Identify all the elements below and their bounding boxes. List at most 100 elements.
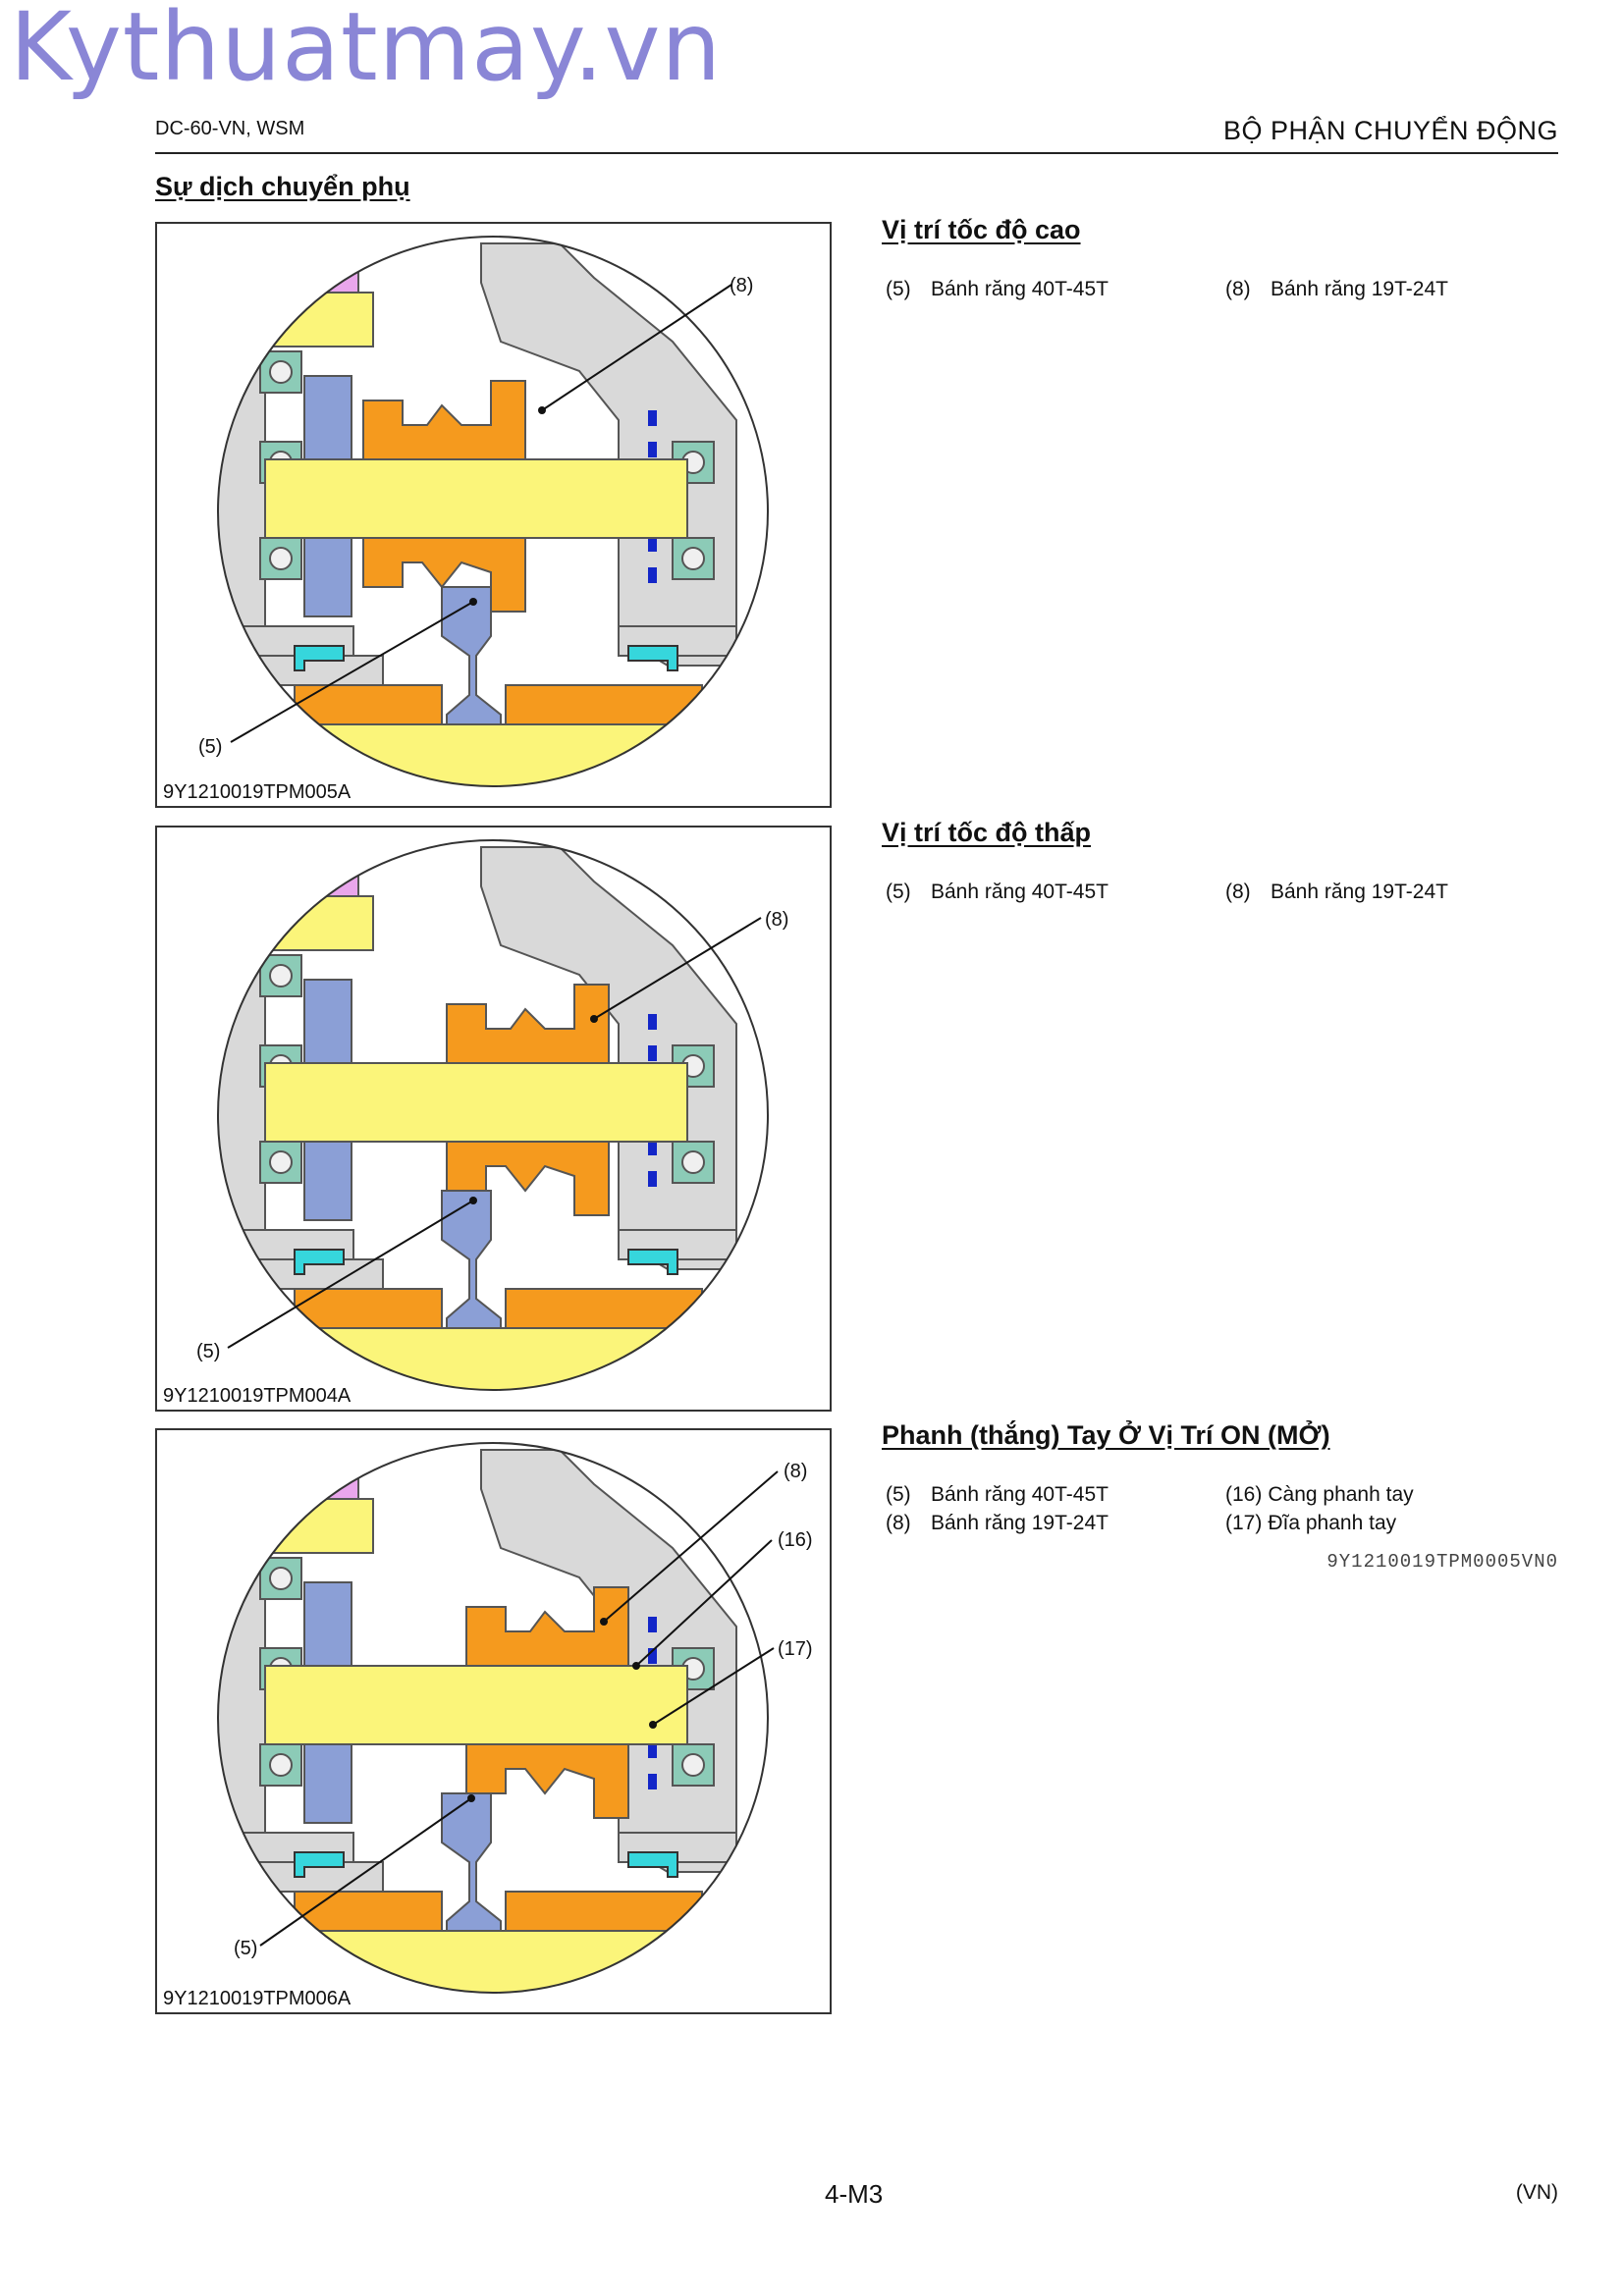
- seal-dash: [648, 410, 657, 426]
- leader-dot: [590, 1015, 598, 1023]
- bearing-ball: [269, 1753, 293, 1777]
- legend-low-speed-col2: (8)Bánh răng 19T-24T: [1225, 878, 1448, 906]
- leader-dot: [600, 1618, 608, 1626]
- callout-16: (16): [778, 1529, 813, 1551]
- seal-dash: [648, 1045, 657, 1061]
- bearing-ball: [269, 360, 293, 384]
- lower-gear-left: [294, 684, 443, 725]
- callout-8: (8): [730, 275, 754, 296]
- header-doc-code: DC-60-VN, WSM: [155, 118, 305, 139]
- bearing-ball: [269, 1567, 293, 1590]
- title-parking-brake: Phanh (thắng) Tay Ở Vị Trí ON (MỞ): [882, 1420, 1330, 1450]
- leader-dot: [469, 598, 477, 606]
- legend-parking-brake-col1: (5)Bánh răng 40T-45T (8)Bánh răng 19T-24…: [886, 1480, 1109, 1537]
- bearing: [672, 1743, 715, 1787]
- header-rule: [155, 152, 1558, 154]
- upper-yellow: [235, 292, 374, 347]
- gear-lower: [465, 1743, 629, 1819]
- main-shaft: [264, 1665, 688, 1745]
- title-high-speed: Vị trí tốc độ cao: [882, 215, 1081, 244]
- seal-left: [294, 645, 345, 671]
- callout-5: (5): [198, 736, 223, 758]
- seal-left: [294, 1249, 345, 1275]
- seal-dash: [648, 1742, 657, 1758]
- legend-high-speed-col2: (8)Bánh răng 19T-24T: [1225, 275, 1448, 303]
- seal-dash: [648, 1774, 657, 1789]
- lower-gear-right: [505, 684, 703, 725]
- figure-code: 9Y1210019TPM006A: [163, 1988, 352, 2009]
- diagram-parts: [218, 846, 768, 1390]
- gear-lower: [362, 537, 526, 613]
- seal-dash: [648, 1140, 657, 1155]
- leader-line: [603, 1470, 779, 1623]
- section-title: Sự dịch chuyển phụ: [155, 172, 410, 201]
- callout-5: (5): [234, 1938, 258, 1959]
- seal-dash: [648, 1171, 657, 1187]
- leader-line: [230, 601, 474, 743]
- leader-dot: [467, 1794, 475, 1802]
- figure-low-speed: (8) (5) 9Y1210019TPM004A: [155, 826, 832, 1412]
- page-number: 4-M3: [825, 2179, 884, 2209]
- seal-dash: [648, 567, 657, 583]
- housing-left: [218, 1536, 384, 1893]
- view-circle-outline: [217, 1442, 769, 1994]
- leader-line: [635, 1539, 773, 1667]
- bearing-ball: [681, 1753, 705, 1777]
- leader-dot: [632, 1662, 640, 1670]
- bearing-ball: [681, 547, 705, 570]
- bearing-ball: [681, 1150, 705, 1174]
- seal-left: [294, 1851, 345, 1878]
- callout-17: (17): [778, 1638, 813, 1660]
- gear-diagram-parking-brake: [217, 1442, 779, 1994]
- upper-yellow: [235, 1498, 374, 1554]
- housing-left: [218, 330, 384, 686]
- legend-item: (8)Bánh răng 19T-24T: [1225, 881, 1448, 903]
- view-circle-outline: [217, 236, 769, 787]
- seal-right: [627, 1249, 678, 1275]
- seal-dash: [648, 536, 657, 552]
- leader-dot: [469, 1197, 477, 1204]
- gear-upper: [446, 984, 610, 1064]
- title-low-speed: Vị trí tốc độ thấp: [882, 818, 1091, 847]
- seal-dash: [648, 1617, 657, 1632]
- leader-dot: [649, 1721, 657, 1729]
- figure-parking-brake: (8) (16) (17) (5) 9Y1210019TPM006A: [155, 1428, 832, 2014]
- watermark: Kythuatmay.vn: [10, 0, 723, 102]
- bearing-ball: [269, 964, 293, 988]
- legend-item: (16)Càng phanh tay: [1225, 1483, 1414, 1506]
- seal-dash: [648, 1014, 657, 1030]
- legend-item: (5)Bánh răng 40T-45T: [886, 1483, 1109, 1506]
- upper-yellow: [235, 895, 374, 951]
- main-shaft: [264, 1062, 688, 1143]
- leader-line: [227, 1200, 474, 1349]
- figure-code: 9Y1210019TPM005A: [163, 781, 352, 803]
- figure-code: 9Y1210019TPM004A: [163, 1385, 352, 1407]
- gear-diagram-high-speed: [217, 236, 769, 787]
- bearing: [672, 1141, 715, 1184]
- seal-dash: [648, 442, 657, 457]
- callout-8: (8): [765, 909, 789, 931]
- leader-line: [259, 1797, 472, 1947]
- main-shaft: [264, 458, 688, 539]
- callout-8: (8): [784, 1461, 808, 1482]
- legend-item: (8)Bánh răng 19T-24T: [886, 1512, 1109, 1534]
- legend-high-speed-col1: (5)Bánh răng 40T-45T: [886, 275, 1109, 303]
- bearing-ball: [269, 547, 293, 570]
- figure-high-speed: (8) (5) 9Y1210019TPM005A: [155, 222, 832, 808]
- leader-line: [541, 284, 732, 411]
- seal-right: [627, 1851, 678, 1878]
- housing-left: [218, 934, 384, 1290]
- leader-line: [652, 1647, 775, 1726]
- view-circle-outline: [217, 839, 769, 1391]
- header-section: BỘ PHẬN CHUYỂN ĐỘNG: [1222, 116, 1558, 145]
- footer-language: (VN): [1515, 2181, 1558, 2204]
- gear-upper: [362, 380, 526, 460]
- legend-item: (8)Bánh răng 19T-24T: [1225, 278, 1448, 300]
- reference-code: 9Y1210019TPM0005VN0: [1326, 1551, 1558, 1573]
- legend-item: (5)Bánh răng 40T-45T: [886, 881, 1109, 903]
- seal-right: [627, 645, 678, 671]
- lower-gear-left: [294, 1891, 443, 1932]
- seal-dash: [648, 1648, 657, 1664]
- gear-diagram-low-speed: [217, 839, 769, 1391]
- leader-line: [593, 917, 762, 1020]
